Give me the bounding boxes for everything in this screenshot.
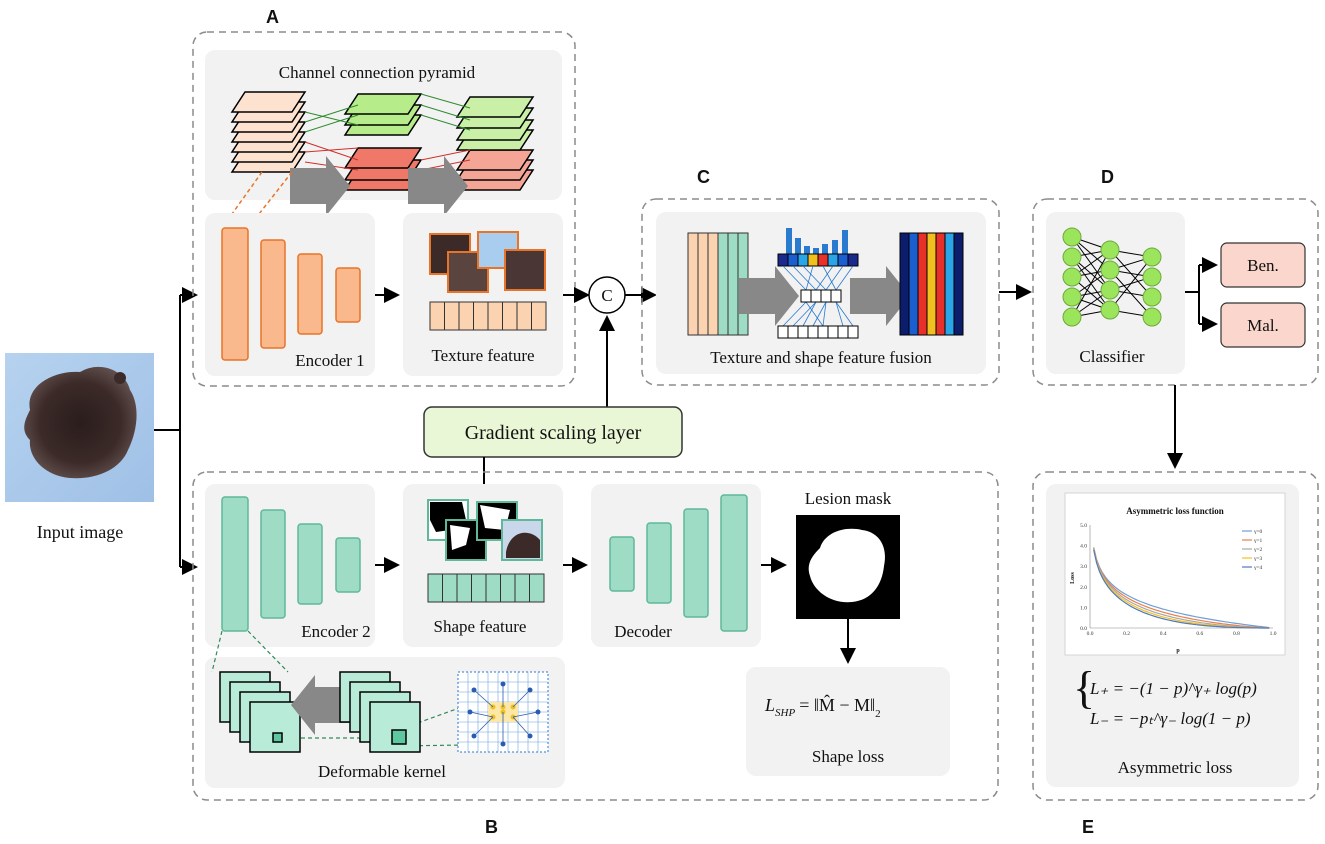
encoder1-label: Encoder 1 [295, 351, 364, 370]
chart-series-line-0 [1093, 547, 1270, 629]
classifier-output-arrows [1185, 257, 1218, 332]
svg-text:{: { [1073, 662, 1095, 713]
chart-y-tick-3: 3.0 [1080, 564, 1087, 570]
shape-loss-formula: LSHP = ‖M̂ − M‖2 [764, 695, 881, 720]
chart-title: Asymmetric loss function [1126, 506, 1224, 516]
chart-x-tick-labels: 0.0 0.2 0.4 0.6 0.8 1.0 [1087, 631, 1277, 637]
pyramid-title: Channel connection pyramid [279, 63, 476, 82]
panel-c-frame [641, 198, 1000, 386]
chart-legend: γ=0 γ=1 γ=2 γ=3 γ=4 [1242, 529, 1263, 571]
deformable-label: Deformable kernel [318, 762, 446, 781]
malignant-output-label: Mal. [1247, 316, 1279, 335]
input-image [5, 353, 154, 502]
shape-feature-label: Shape feature [434, 617, 527, 636]
shape-loss-lhs: L [764, 695, 775, 715]
chart-x-tick-3: 0.6 [1196, 631, 1203, 637]
chart-xlabel: p [1176, 648, 1180, 654]
panel-a-frame [192, 31, 576, 387]
decoder-graphic [609, 494, 748, 632]
encoder1-graphic [221, 227, 361, 361]
chart-ylabel: Loss [1070, 571, 1076, 583]
chart-x-tick-0: 0.0 [1087, 631, 1094, 637]
panel-letter-a: A [266, 7, 279, 27]
deformable-stack-left [219, 671, 301, 753]
chart-legend-label-2: γ=2 [1253, 547, 1263, 553]
classifier-network [1062, 227, 1162, 327]
lesion-mask-image [796, 515, 900, 619]
lesion-mask-label: Lesion mask [805, 489, 892, 508]
chart-y-tick-0: 0.0 [1080, 626, 1087, 632]
panel-letter-c: C [697, 167, 710, 187]
shape-loss-lhs-sub: SHP [775, 707, 795, 719]
classifier-label: Classifier [1079, 347, 1144, 366]
fusion-output-vector [899, 232, 964, 336]
decoder-label: Decoder [614, 622, 672, 641]
concat-symbol: C [601, 286, 612, 305]
benign-output-label: Ben. [1247, 256, 1279, 275]
fusion-input-vector [687, 232, 749, 336]
encoder2-label: Encoder 2 [301, 622, 370, 641]
chart-y-tick-4: 4.0 [1080, 544, 1087, 550]
chart-legend-label-1: γ=1 [1253, 538, 1263, 544]
channel-pyramid-graphic [221, 91, 535, 229]
shape-loss-rhs: = ‖M̂ − M‖ [799, 695, 875, 715]
chart-series-line-4 [1093, 549, 1270, 629]
panel-d-frame [1032, 198, 1319, 386]
chart-series-line-1 [1093, 547, 1270, 629]
shape-loss-box [746, 667, 950, 776]
shape-patches [427, 499, 543, 561]
chart-legend-label-3: γ=3 [1253, 556, 1263, 562]
input-branch-arrows [154, 287, 198, 575]
malignant-output-box [1220, 302, 1306, 348]
decoder-box [591, 484, 761, 647]
benign-output-box [1220, 242, 1306, 288]
chart-legend-label-4: γ=4 [1253, 565, 1263, 571]
panel-letter-b: B [485, 817, 498, 837]
chart-x-tick-5: 1.0 [1270, 631, 1277, 637]
deformable-stack-right [339, 671, 421, 753]
shape-feature-vector [427, 573, 545, 603]
panel-letter-d: D [1101, 167, 1114, 187]
deformable-grid [457, 671, 549, 753]
attention-graphic [777, 228, 859, 339]
chart-y-tick-labels: 0.0 1.0 2.0 3.0 4.0 5.0 [1080, 523, 1087, 632]
formula-l-minus: L₋ = −pₜ^γ₋ log(1 − p) [1089, 709, 1251, 728]
asymmetric-loss-label: Asymmetric loss [1118, 758, 1233, 777]
texture-feature-vector [429, 301, 547, 331]
encoder2-graphic [221, 496, 361, 632]
texture-label: Texture feature [431, 346, 534, 365]
gradient-scaling-label: Gradient scaling layer [465, 422, 642, 444]
gradient-scaling-box [423, 406, 683, 458]
chart-x-tick-1: 0.2 [1123, 631, 1130, 637]
chart-y-tick-1: 1.0 [1080, 605, 1087, 611]
shape-loss-rhs-sub: 2 [875, 708, 881, 720]
asymmetric-loss-formulas: { L₊ = −(1 − p)^γ₊ log(p) L₋ = −pₜ^γ₋ lo… [1073, 662, 1257, 728]
chart-x-tick-2: 0.4 [1160, 631, 1167, 637]
chart-y-tick-5: 5.0 [1080, 523, 1087, 529]
input-image-label: Input image [37, 522, 123, 542]
chart-series-lines [1093, 547, 1270, 629]
chart-legend-label-0: γ=0 [1253, 529, 1263, 535]
shape-loss-label: Shape loss [812, 747, 884, 766]
panel-letter-e: E [1082, 817, 1094, 837]
chart-x-tick-4: 0.8 [1233, 631, 1240, 637]
formula-l-plus: L₊ = −(1 − p)^γ₊ log(p) [1089, 679, 1257, 698]
chart-y-tick-2: 2.0 [1080, 585, 1087, 591]
panel-b-frame [192, 471, 999, 801]
texture-patches [429, 231, 546, 293]
asymmetric-loss-chart: Asymmetric loss function Loss p 0.0 1.0 2.… [1064, 492, 1286, 656]
fusion-label: Texture and shape feature fusion [710, 348, 932, 367]
